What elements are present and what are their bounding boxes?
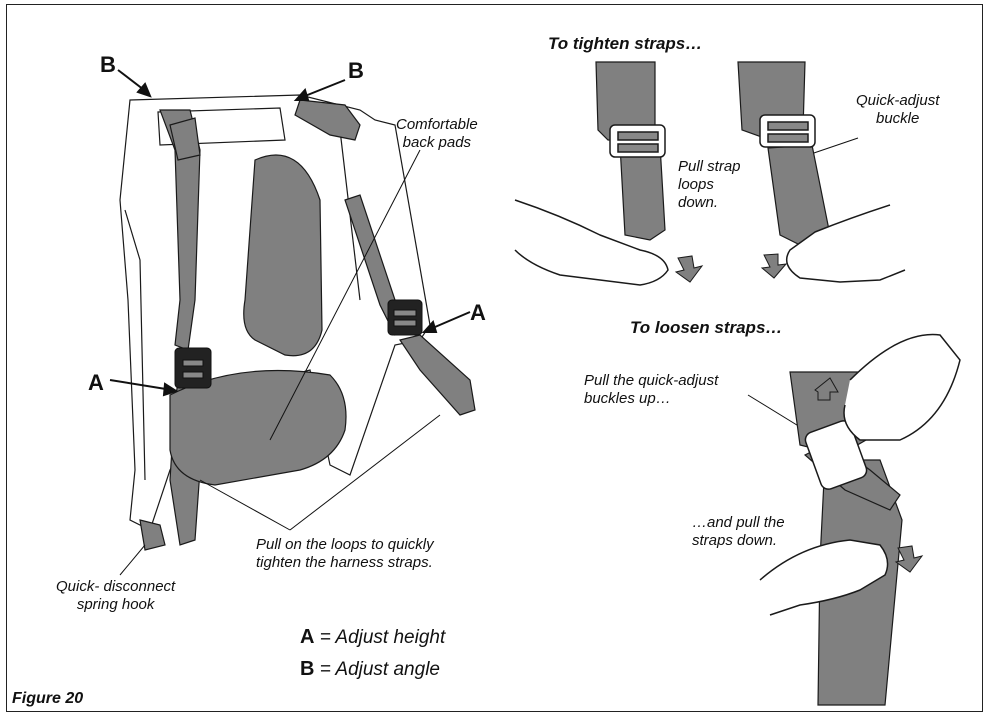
loosen-title: To loosen straps… [630, 318, 782, 338]
marker-b-left: B [100, 52, 116, 78]
down-arrow-loosen [896, 546, 922, 572]
hand-upper [844, 335, 960, 440]
down-arrow-right [762, 254, 786, 278]
marker-b-right: B [348, 58, 364, 84]
legend-a: A = Adjust height [300, 626, 445, 649]
buckle-left [175, 348, 211, 388]
legend-b: B = Adjust angle [300, 658, 440, 681]
marker-a-right: A [470, 300, 486, 326]
back-pad-upper [244, 155, 322, 356]
marker-a-left: A [88, 370, 104, 396]
down-arrow-left [676, 256, 702, 282]
tighten-title: To tighten straps… [548, 34, 702, 54]
right-strap-lower [400, 335, 475, 415]
figure-label: Figure 20 [12, 690, 83, 708]
buckle-right [388, 300, 422, 335]
